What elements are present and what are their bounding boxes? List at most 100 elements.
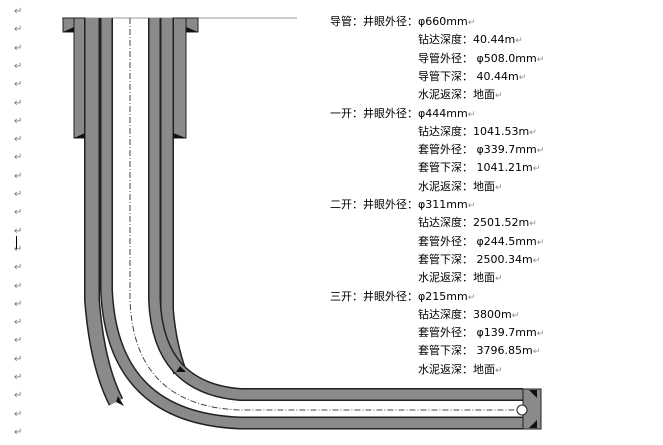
section-row: 钻达深度：1041.53m↵ bbox=[418, 125, 537, 140]
paragraph-mark: ↵ bbox=[529, 219, 537, 230]
text-run: 2500.34m bbox=[473, 252, 533, 266]
text-run: φ444mm bbox=[418, 106, 468, 120]
paragraph-mark: ↵ bbox=[529, 127, 537, 138]
paragraph-mark: ↵ bbox=[511, 310, 520, 321]
text-run: 水泥返深： bbox=[418, 179, 473, 193]
paragraph-mark: ↵ bbox=[14, 189, 23, 200]
section-header: 导管：井眼外径：φ660mm↵ bbox=[330, 15, 475, 30]
paragraph-mark: ↵ bbox=[536, 146, 545, 157]
text-run: 钻达深度： bbox=[418, 33, 473, 47]
text-run: 3796.85m bbox=[473, 344, 533, 358]
section-row: 套管外径： φ339.7mm↵ bbox=[418, 143, 544, 158]
float-shoe-icon bbox=[516, 404, 528, 416]
section-header: 二开：井眼外径：φ311mm↵ bbox=[330, 198, 475, 213]
section-row: 钻达深度：2501.52m↵ bbox=[418, 216, 537, 231]
paragraph-mark: ↵ bbox=[495, 365, 503, 376]
paragraph-mark: ↵ bbox=[467, 292, 476, 303]
paragraph-mark: ↵ bbox=[467, 201, 476, 211]
text-run: 40.44m bbox=[473, 33, 516, 47]
paragraph-mark: ↵ bbox=[14, 280, 23, 292]
text-run: 水泥返深： bbox=[418, 88, 473, 102]
text-run: 钻达深度： bbox=[418, 124, 473, 138]
text-run: 钻达深度： bbox=[418, 216, 473, 230]
section-row: 水泥返深：地面↵ bbox=[418, 363, 503, 378]
text-run: 地面 bbox=[473, 362, 495, 376]
text-run: 钻达深度： bbox=[418, 307, 473, 321]
text-run: 40.44m bbox=[473, 69, 519, 83]
text-run: 水泥返深： bbox=[418, 271, 473, 285]
paragraph-mark: ↵ bbox=[14, 426, 23, 438]
well-centerline bbox=[129, 18, 520, 411]
casing-shoe-icons bbox=[63, 27, 537, 428]
section-header: 一开：井眼外径：φ444mm↵ bbox=[330, 107, 475, 122]
text-run: 套管下深： bbox=[418, 252, 473, 266]
paragraph-mark: ↵ bbox=[536, 329, 545, 340]
text-run: 地面 bbox=[473, 88, 495, 102]
section-row: 套管下深： 1041.21m↵ bbox=[418, 161, 540, 176]
text-run: 套管外径： bbox=[418, 234, 473, 248]
paragraph-mark: ↵ bbox=[14, 298, 23, 310]
text-run: φ139.7mm bbox=[473, 326, 537, 340]
paragraph-mark: ↵ bbox=[14, 60, 23, 72]
paragraph-mark: ↵ bbox=[14, 6, 23, 17]
text-run: φ215mm bbox=[418, 289, 468, 303]
text-run: 套管下深： bbox=[418, 344, 473, 358]
paragraph-mark: ↵ bbox=[536, 237, 545, 248]
paragraph-mark: ↵ bbox=[14, 353, 23, 365]
paragraph-mark: ↵ bbox=[14, 317, 23, 329]
text-run: 地面 bbox=[473, 179, 495, 193]
text-run: 导管：井眼外径： bbox=[330, 15, 418, 28]
paragraph-mark: ↵ bbox=[14, 408, 23, 420]
text-run: φ311mm bbox=[418, 198, 468, 211]
paragraph-mark: ↵ bbox=[14, 372, 23, 383]
text-run: 套管外径： bbox=[418, 143, 473, 157]
paragraph-mark: ↵ bbox=[532, 164, 541, 175]
paragraph-mark: ↵ bbox=[14, 134, 23, 146]
paragraph-mark: ↵ bbox=[14, 225, 23, 237]
text-run: 套管下深： bbox=[418, 161, 473, 175]
text-run: φ339.7mm bbox=[473, 143, 537, 157]
paragraph-mark: ↵ bbox=[14, 97, 23, 109]
paragraph-mark: ↵ bbox=[14, 24, 23, 36]
paragraph-mark: ↵ bbox=[14, 170, 23, 182]
text-run: φ660mm bbox=[418, 15, 468, 28]
section-row: 钻达深度：3800m↵ bbox=[418, 308, 519, 323]
paragraph-mark: ↵ bbox=[14, 42, 23, 54]
section-row: 套管外径： φ139.7mm↵ bbox=[418, 326, 544, 341]
section-header: 三开：井眼外径：φ215mm↵ bbox=[330, 290, 475, 305]
paragraph-mark: ↵ bbox=[532, 255, 541, 266]
paragraph-mark: ↵ bbox=[14, 390, 23, 402]
text-run: φ508.0mm bbox=[473, 51, 537, 65]
text-run: φ244.5mm bbox=[473, 234, 537, 248]
section-row: 套管下深： 2500.34m↵ bbox=[418, 253, 540, 268]
paragraph-mark: ↵ bbox=[14, 262, 23, 274]
section-row: 套管下深： 3796.85m↵ bbox=[418, 344, 540, 359]
paragraph-mark: ↵ bbox=[14, 79, 23, 91]
section-row: 水泥返深：地面↵ bbox=[418, 88, 503, 103]
paragraph-mark: ↵ bbox=[14, 152, 23, 164]
section-row: 导管外径： φ508.0mm↵ bbox=[418, 52, 544, 67]
text-run: 1041.21m bbox=[473, 161, 533, 175]
section-row: 导管下深： 40.44m↵ bbox=[418, 70, 526, 85]
surface-casing-left bbox=[73, 17, 86, 139]
paragraph-mark: ↵ bbox=[14, 243, 23, 255]
section-row: 水泥返深：地面↵ bbox=[418, 180, 503, 195]
text-run: 三开：井眼外径： bbox=[330, 289, 418, 303]
paragraph-mark: ↵ bbox=[14, 207, 23, 219]
text-run: 导管下深： bbox=[418, 69, 473, 83]
text-run: 水泥返深： bbox=[418, 362, 473, 376]
paragraph-mark: ↵ bbox=[467, 109, 476, 120]
text-run: 二开：井眼外径： bbox=[330, 198, 418, 211]
text-run: 1041.53m bbox=[473, 124, 530, 138]
text-run: 导管外径： bbox=[418, 51, 473, 65]
text-run: 2501.52m bbox=[473, 216, 530, 230]
section-row: 钻达深度：40.44m↵ bbox=[418, 33, 523, 48]
text-run: 一开：井眼外径： bbox=[330, 106, 418, 120]
paragraph-mark: ↵ bbox=[467, 18, 476, 28]
paragraph-mark: ↵ bbox=[518, 72, 527, 83]
paragraph-mark: ↵ bbox=[515, 36, 523, 47]
text-run: 套管外径： bbox=[418, 326, 473, 340]
paragraph-mark: ↵ bbox=[532, 347, 541, 358]
